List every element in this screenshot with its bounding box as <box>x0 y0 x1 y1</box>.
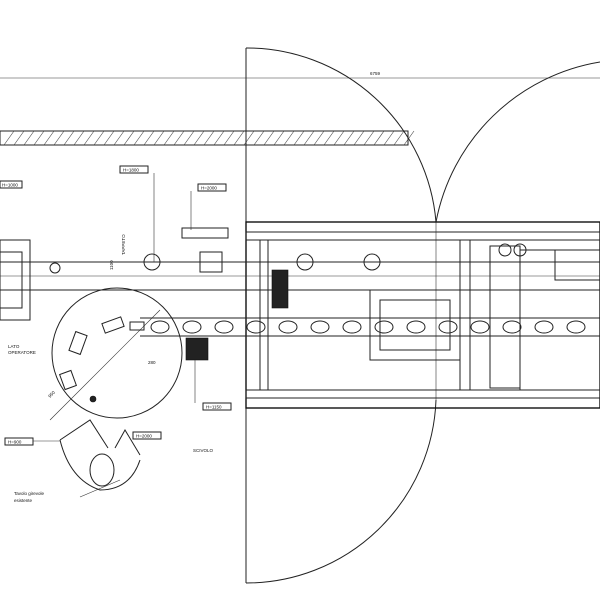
product-item <box>182 320 202 334</box>
product-item <box>246 320 266 334</box>
rail-hatch-line <box>323 130 335 146</box>
rail-hatch-line <box>113 130 125 146</box>
rail-hatch-line <box>293 130 305 146</box>
rail-hatch-line <box>253 130 265 146</box>
product-item <box>566 320 586 334</box>
product-item <box>470 320 490 334</box>
product-item <box>310 320 330 334</box>
rail-hatch-line <box>393 130 405 146</box>
rail-hatch-line <box>83 130 95 146</box>
rail-hatch-line <box>363 130 375 146</box>
tag-1150: H=1150 <box>206 405 222 410</box>
product-row <box>150 320 586 334</box>
rail-hatch-line <box>143 130 155 146</box>
dim-1100-label: 1100 <box>109 260 114 270</box>
operator-side-label-1: LATO <box>8 344 20 349</box>
rail-hatch-line <box>73 130 85 146</box>
door-swing-arcs <box>245 47 600 584</box>
rail-hatch-line <box>163 130 175 146</box>
rail-hatch-line <box>213 130 225 146</box>
rail-hatch-line <box>373 130 385 146</box>
rail-hatch-line <box>123 130 135 146</box>
rail-hatch-line <box>173 130 185 146</box>
annotations: LATO OPERATORE SCIVOLO TAPPETO Tavolo gi… <box>8 234 214 503</box>
rail-hatch-line <box>153 130 165 146</box>
rail-hatch-line <box>53 130 65 146</box>
tag-2000: H=2000 <box>201 186 217 191</box>
rail-hatch-line <box>23 130 35 146</box>
rail-hatch-line <box>403 130 415 146</box>
rail-hatch-line <box>313 130 325 146</box>
rail-hatch-line <box>43 130 55 146</box>
rail-hatch-line <box>303 130 315 146</box>
tag-900: H=900 <box>8 440 22 445</box>
product-item <box>374 320 394 334</box>
product-item <box>438 320 458 334</box>
rail-hatch-line <box>353 130 365 146</box>
rail-hatch-line <box>33 130 45 146</box>
tag-1800: H=1800 <box>123 168 139 173</box>
rail-hatch-line <box>3 130 15 146</box>
operator-figure <box>59 419 141 491</box>
rail-hatch-line <box>273 130 285 146</box>
table-caption-line-2: esistente <box>14 498 33 503</box>
rail-hatch-line <box>13 130 25 146</box>
product-item <box>342 320 362 334</box>
top-rail <box>0 130 415 146</box>
rail-hatch-line <box>233 130 245 146</box>
rail-hatch-line <box>93 130 105 146</box>
operator-side-label-2: OPERATORE <box>8 350 36 355</box>
overall-dimension: 6759 <box>0 48 600 82</box>
product-item <box>502 320 522 334</box>
rail-hatch-line <box>333 130 345 146</box>
drive-units <box>49 227 527 361</box>
product-item <box>150 320 170 334</box>
rail-hatch-line <box>343 130 355 146</box>
tappeto-label: TAPPETO <box>121 234 126 255</box>
product-item <box>214 320 234 334</box>
rail-hatch-line <box>103 130 115 146</box>
rail-hatch-line <box>193 130 205 146</box>
rail-hatch-line <box>283 130 295 146</box>
table-caption-line-1: Tavolo girevole <box>14 491 45 496</box>
rotary-table <box>49 287 183 421</box>
machine-frame <box>245 221 600 409</box>
rail-hatch-line <box>133 130 145 146</box>
product-item <box>278 320 298 334</box>
rail-hatch-line <box>63 130 75 146</box>
overall-width-label: 6759 <box>370 71 381 76</box>
tag-1000: H=1000 <box>2 183 18 188</box>
dim-280-label: 280 <box>148 360 156 365</box>
product-item <box>534 320 554 334</box>
radius-950-label: 950 <box>47 390 56 399</box>
dimension-tags: H=1800 H=2000 H=1150 H=2000 H=900 H=1000 <box>0 165 232 446</box>
rail-hatch-line <box>183 130 195 146</box>
rail-hatch-line <box>263 130 275 146</box>
product-item <box>406 320 426 334</box>
rail-hatch-line <box>203 130 215 146</box>
rail-hatch-line <box>223 130 235 146</box>
scivolo-label: SCIVOLO <box>193 448 214 453</box>
rail-hatch-line <box>383 130 395 146</box>
tag-2000-lower: H=2000 <box>136 434 152 439</box>
